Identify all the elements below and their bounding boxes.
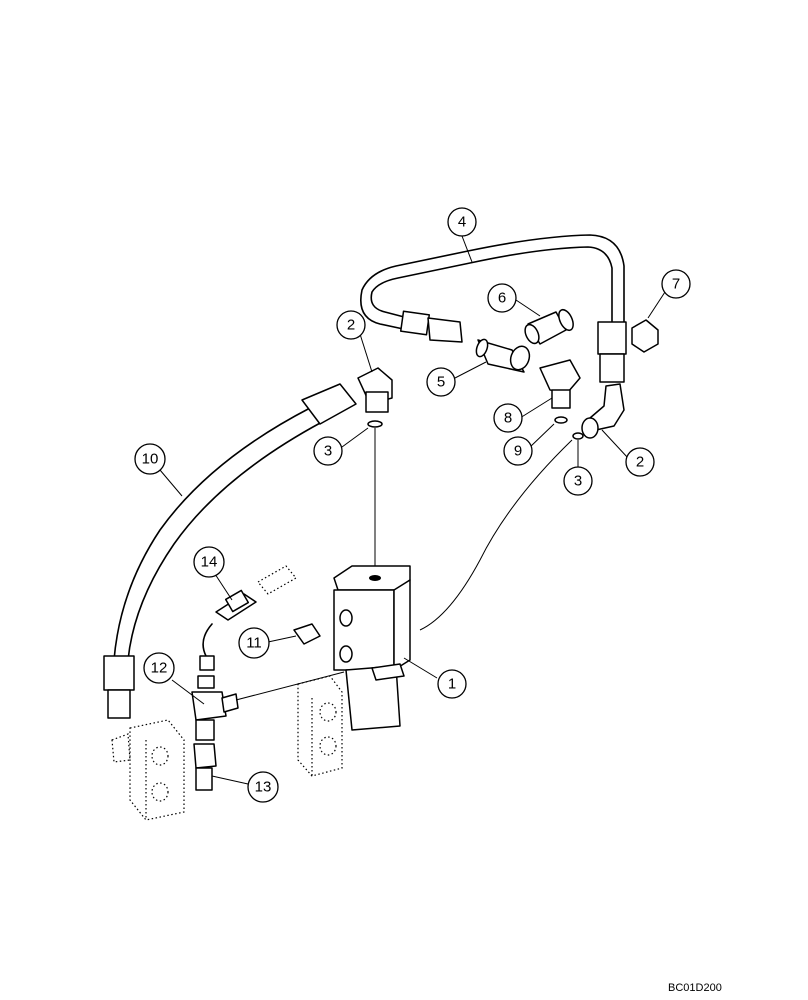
callout-3-left-label: 3 [324, 443, 332, 460]
callout-5: 5 [426, 367, 456, 397]
callout-14: 14 [193, 546, 225, 578]
callout-11: 11 [238, 627, 270, 659]
callout-3-right: 3 [563, 466, 593, 496]
elbow-fitting-2-right [581, 383, 625, 439]
callout-11-label: 11 [246, 635, 262, 652]
callout-6-label: 6 [498, 290, 506, 307]
o-ring-3-left [367, 420, 383, 428]
connector-sensor-14 [257, 565, 297, 595]
o-ring-3-right [572, 432, 584, 440]
callout-13: 13 [247, 771, 279, 803]
assembly-line-tee [235, 671, 345, 701]
fitting-6 [524, 308, 574, 345]
callout-12: 12 [143, 652, 175, 684]
callout-2-right-label: 2 [636, 454, 644, 471]
callout-3-left: 3 [313, 436, 343, 466]
ghost-block-center [297, 675, 343, 777]
drawing-code: BC01D200 [668, 982, 722, 994]
nut-7 [631, 319, 659, 353]
callout-6: 6 [487, 283, 517, 313]
callout-3-right-label: 3 [574, 473, 582, 490]
leader-lines [159, 235, 666, 785]
elbow-fitting-2-left [357, 367, 393, 413]
plug-11 [293, 623, 321, 645]
tee-fitting-12 [191, 675, 239, 741]
callout-2-right: 2 [625, 447, 655, 477]
callout-8-label: 8 [504, 410, 512, 427]
callout-8: 8 [493, 403, 523, 433]
callout-1-label: 1 [448, 676, 456, 693]
callout-7: 7 [661, 269, 691, 299]
o-ring-9 [554, 416, 568, 424]
elbow-fitting-8 [539, 359, 581, 409]
callout-13-label: 13 [255, 779, 272, 796]
callout-10: 10 [134, 443, 166, 475]
callout-9-label: 9 [514, 443, 522, 460]
callout-4: 4 [447, 207, 477, 237]
hose-10 [103, 383, 357, 719]
ghost-block-left [111, 719, 185, 821]
callout-1: 1 [437, 669, 467, 699]
callout-10-label: 10 [142, 451, 159, 468]
assembly-line-right [419, 439, 573, 631]
callout-4-label: 4 [458, 214, 466, 231]
sensor-14 [199, 565, 297, 671]
adapter-13 [193, 743, 217, 791]
callout-14-label: 14 [201, 554, 218, 571]
callout-12-label: 12 [151, 660, 168, 677]
callout-2-left-label: 2 [347, 317, 355, 334]
callout-5-label: 5 [437, 374, 445, 391]
callout-9: 9 [503, 436, 533, 466]
callout-7-label: 7 [672, 276, 680, 293]
hose-4 [360, 234, 627, 383]
fitting-5 [475, 338, 531, 373]
callout-2-left: 2 [336, 310, 366, 340]
valve-1 [333, 565, 411, 731]
